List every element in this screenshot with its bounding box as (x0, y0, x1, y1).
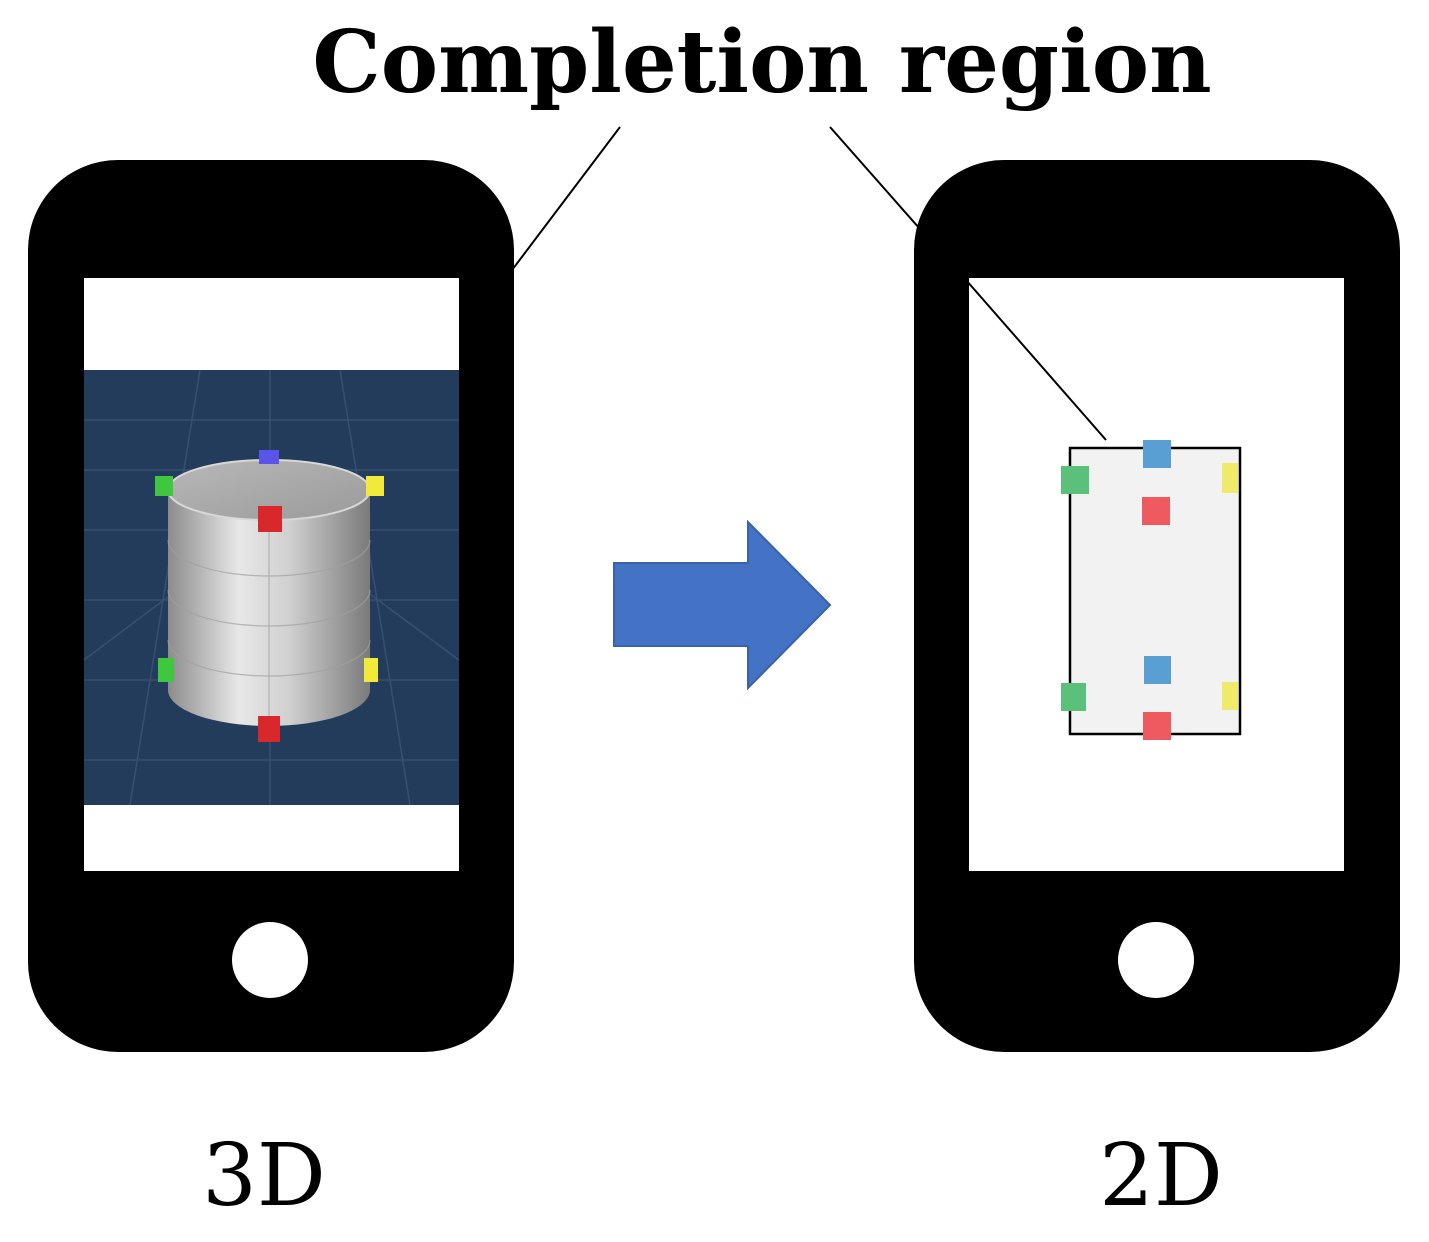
label-3d: 3D (202, 1126, 326, 1226)
flat-marker-blue-top (1143, 440, 1171, 468)
right-home-button (1118, 922, 1194, 998)
marker-blue-top (259, 450, 279, 464)
flat-marker-yellow-bottom (1222, 682, 1238, 710)
marker-green-bottom (158, 658, 174, 682)
leader-line-right-inner (965, 279, 1107, 441)
markers-3d (155, 450, 384, 742)
left-home-button (232, 922, 308, 998)
marker-green-top (155, 476, 173, 496)
markers-2d (1061, 440, 1238, 740)
flat-marker-green-top (1061, 466, 1089, 494)
marker-red-top (258, 506, 282, 532)
right-arrow-icon (613, 519, 832, 691)
right-phone (914, 160, 1400, 1052)
diagram-title: Completion region (312, 12, 1211, 113)
marker-yellow-bottom (364, 658, 378, 682)
flat-marker-red-top (1142, 497, 1170, 525)
cylinder-icon (167, 459, 371, 726)
marker-yellow-top (366, 476, 384, 496)
marker-red-bottom (258, 716, 280, 742)
flat-marker-yellow-top (1222, 463, 1238, 493)
flat-marker-blue-bottom (1144, 656, 1171, 684)
label-2d: 2D (1099, 1126, 1223, 1226)
completion-region-box (1068, 446, 1242, 736)
left-phone (28, 160, 514, 1052)
flat-marker-red-bottom (1143, 712, 1171, 740)
flat-marker-green-bottom (1061, 683, 1086, 711)
